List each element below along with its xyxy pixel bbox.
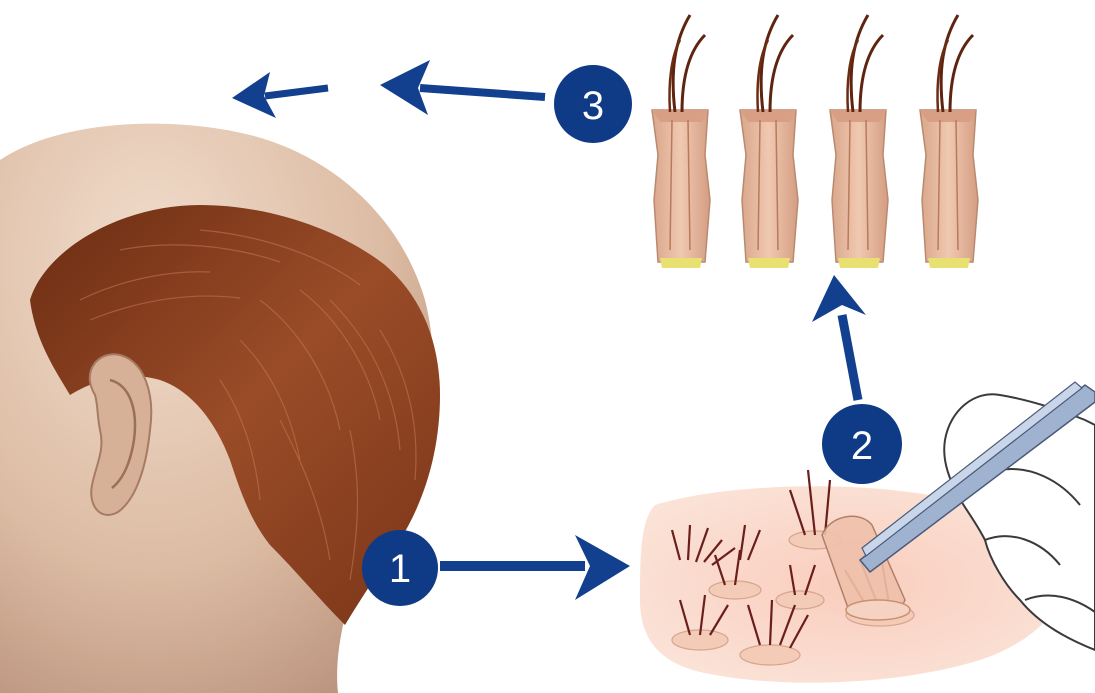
arrow-icon [812,275,866,400]
step-badge-2: 2 [822,404,902,484]
follicle-unit [920,15,978,268]
arrow-icon [232,72,328,118]
step-badge-1: 1 [362,530,438,606]
follicular-units [652,15,978,268]
step-number-3: 3 [582,84,604,128]
arrow-icon [380,60,545,115]
follicle-unit [740,15,798,268]
step-number-2: 2 [851,424,873,468]
follicle-unit [830,15,888,268]
arrow-icon [440,535,630,600]
step-badge-3: 3 [554,65,632,143]
step-number-1: 1 [389,547,411,591]
head-illustration [0,124,440,693]
follicle-unit [652,15,710,268]
